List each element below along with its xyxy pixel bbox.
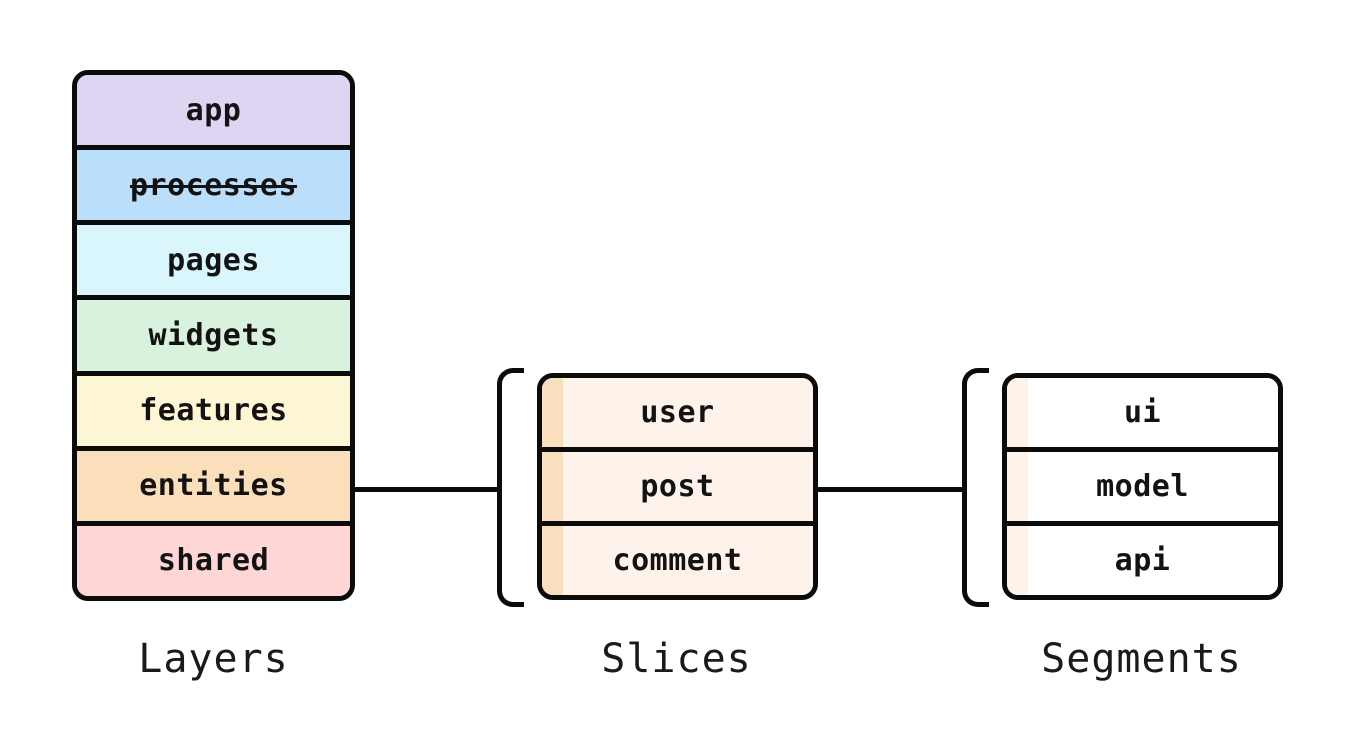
slice-stripe <box>542 452 563 521</box>
segment-stripe <box>1007 378 1028 447</box>
slice-row-post: post <box>542 447 813 521</box>
layer-row-pages: pages <box>77 220 350 296</box>
layers-section-label: Layers <box>138 636 289 682</box>
slices-section-label: Slices <box>601 636 752 682</box>
layer-row-entities: entities <box>77 445 350 521</box>
layer-label-app: app <box>185 92 242 128</box>
layer-label-processes: processes <box>129 167 298 203</box>
layer-row-widgets: widgets <box>77 295 350 371</box>
layer-row-app: app <box>77 75 350 146</box>
layer-row-processes: processes <box>77 145 350 221</box>
segment-label-api: api <box>1114 543 1171 578</box>
slice-label-post: post <box>640 469 715 504</box>
segments-section-label: Segments <box>1041 636 1242 682</box>
layer-label-pages: pages <box>167 242 260 278</box>
layer-label-entities: entities <box>139 468 288 504</box>
segment-row-api: api <box>1007 521 1278 595</box>
segments-bracket-icon <box>962 368 989 607</box>
connector-entities-to-slices <box>353 487 497 492</box>
slice-row-user: user <box>542 378 813 447</box>
segment-stripe <box>1007 526 1028 595</box>
slice-stripe <box>542 526 563 595</box>
slice-stripe <box>542 378 563 447</box>
layer-row-shared: shared <box>77 520 350 596</box>
slice-label-user: user <box>640 395 715 430</box>
segment-row-model: model <box>1007 447 1278 521</box>
segment-stripe <box>1007 452 1028 521</box>
layer-label-shared: shared <box>157 543 270 579</box>
connector-slices-to-segments <box>816 487 962 492</box>
slice-label-comment: comment <box>612 543 743 578</box>
segment-label-model: model <box>1096 469 1189 504</box>
slices-stack: user post comment <box>537 373 818 600</box>
segment-label-ui: ui <box>1123 395 1162 430</box>
slice-row-comment: comment <box>542 521 813 595</box>
slices-bracket-icon <box>497 368 524 607</box>
layer-row-features: features <box>77 370 350 446</box>
layers-stack: app processes pages widgets features ent… <box>72 70 355 601</box>
layer-label-features: features <box>139 393 288 429</box>
segments-stack: ui model api <box>1002 373 1283 600</box>
segment-row-ui: ui <box>1007 378 1278 447</box>
layer-label-widgets: widgets <box>148 317 279 353</box>
